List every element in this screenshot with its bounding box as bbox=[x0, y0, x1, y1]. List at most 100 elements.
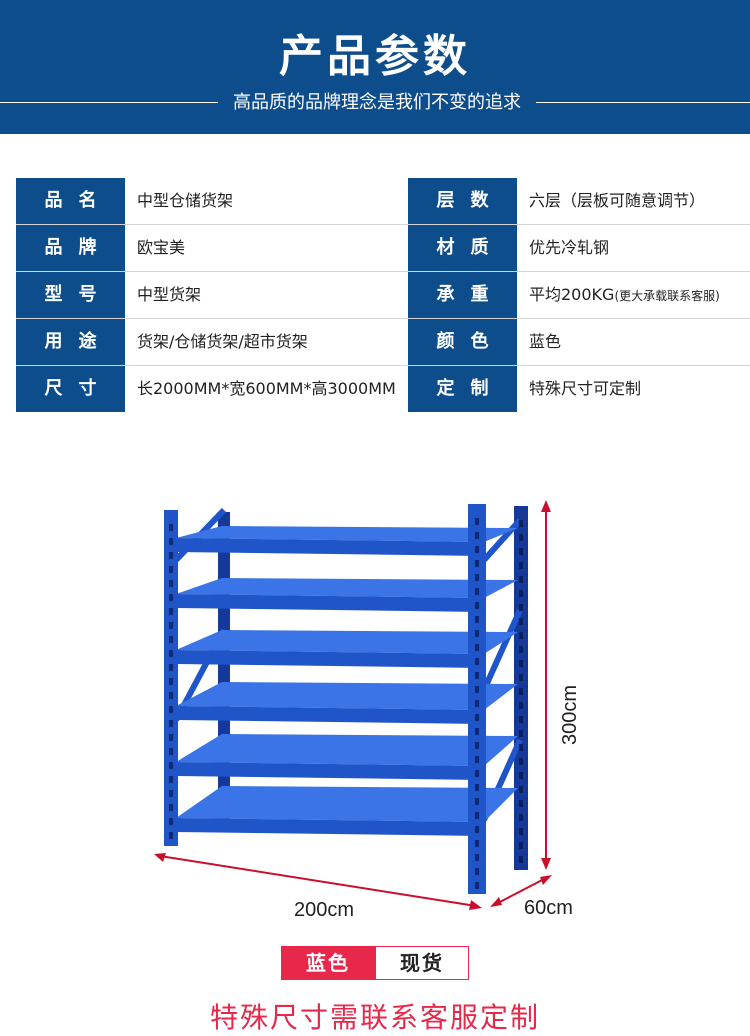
spec-label: 尺寸 bbox=[16, 366, 125, 412]
shelf-front-beam bbox=[176, 650, 484, 668]
upright-hole bbox=[519, 520, 523, 527]
right-brace bbox=[481, 608, 523, 692]
spec-value: 欧宝美 bbox=[137, 238, 186, 257]
spec-row-size: 尺寸 长2000MM*宽600MM*高3000MM 定制 特殊尺寸可定制 bbox=[16, 366, 750, 412]
spec-value-text: 优先冷轧钢 bbox=[529, 238, 610, 257]
stock-tag: 现货 bbox=[375, 946, 469, 980]
upright-hole bbox=[169, 720, 173, 727]
upright-hole bbox=[475, 714, 479, 721]
upright-hole bbox=[169, 748, 173, 755]
upright-hole bbox=[169, 762, 173, 769]
shelf-deck bbox=[176, 682, 518, 710]
upright-hole bbox=[519, 828, 523, 835]
width-dimension-line bbox=[159, 855, 477, 907]
page-subtitle: 高品质的品牌理念是我们不变的追求 bbox=[233, 92, 521, 113]
upright-hole bbox=[519, 786, 523, 793]
upright-hole bbox=[519, 856, 523, 863]
subtitle-rule-right bbox=[536, 102, 750, 103]
upright-hole bbox=[169, 832, 173, 839]
upright-hole bbox=[475, 868, 479, 875]
width-arrow-right bbox=[469, 900, 482, 910]
dimension-lines bbox=[154, 500, 552, 910]
spec-row-model: 型号 中型货架 承重 平均200KG(更大承载联系客服) bbox=[16, 272, 750, 319]
upright-hole bbox=[169, 538, 173, 545]
upright-hole bbox=[169, 664, 173, 671]
upright-hole bbox=[519, 604, 523, 611]
upright-hole bbox=[519, 632, 523, 639]
upright-hole bbox=[519, 660, 523, 667]
upright-hole bbox=[475, 672, 479, 679]
upright-hole bbox=[475, 700, 479, 707]
spec-label: 定制 bbox=[408, 366, 517, 412]
spec-label: 材质 bbox=[408, 225, 517, 271]
front-right-upright bbox=[468, 504, 486, 894]
shelf-deck bbox=[176, 526, 518, 542]
spec-row-brand: 品牌 欧宝美 材质 优先冷轧钢 bbox=[16, 225, 750, 272]
upright-hole bbox=[519, 534, 523, 541]
upright-hole bbox=[519, 758, 523, 765]
upright-hole bbox=[169, 818, 173, 825]
upright-hole bbox=[475, 616, 479, 623]
spec-label: 型号 bbox=[16, 272, 125, 318]
spec-row-name: 品名 中型仓储货架 层数 六层（层板可随意调节） bbox=[16, 178, 750, 225]
upright-hole bbox=[519, 730, 523, 737]
upright-hole bbox=[169, 524, 173, 531]
shelf-front-beam bbox=[176, 594, 484, 612]
upright-hole bbox=[475, 854, 479, 861]
shelf-deck bbox=[176, 734, 518, 766]
upright-hole bbox=[475, 602, 479, 609]
upright-hole bbox=[519, 590, 523, 597]
upright-hole bbox=[169, 706, 173, 713]
subtitle-rule-left bbox=[0, 102, 218, 103]
upright-hole bbox=[169, 566, 173, 573]
upright-hole bbox=[475, 840, 479, 847]
upright-hole bbox=[475, 560, 479, 567]
spec-value-text: 六层（层板可随意调节） bbox=[529, 191, 706, 210]
spec-value: 中型仓储货架 bbox=[137, 191, 234, 210]
spec-value: 中型货架 bbox=[137, 285, 202, 304]
spec-value: 特殊尺寸可定制 bbox=[529, 366, 750, 412]
upright-hole bbox=[519, 716, 523, 723]
upright-hole bbox=[475, 574, 479, 581]
page-title: 产品参数 bbox=[279, 31, 471, 82]
upright-hole bbox=[519, 702, 523, 709]
upright-hole bbox=[169, 594, 173, 601]
upright-hole bbox=[519, 576, 523, 583]
upright-hole bbox=[475, 784, 479, 791]
spec-value-note: (更大承载联系客服) bbox=[614, 289, 720, 303]
upright-hole bbox=[169, 636, 173, 643]
upright-hole bbox=[519, 842, 523, 849]
upright-hole bbox=[519, 744, 523, 751]
spec-row-usage: 用途 货架/仓储货架/超市货架 颜色 蓝色 bbox=[16, 319, 750, 366]
upright-hole bbox=[519, 646, 523, 653]
spec-value: 长2000MM*宽600MM*高3000MM bbox=[137, 379, 396, 398]
upright-hole bbox=[169, 650, 173, 657]
upright-hole bbox=[475, 826, 479, 833]
depth-arrow-left bbox=[490, 897, 502, 907]
shelf-deck bbox=[176, 578, 518, 598]
spec-value: 平均200KG(更大承载联系客服) bbox=[529, 272, 750, 318]
spec-value-text: 特殊尺寸可定制 bbox=[529, 379, 642, 398]
upright-hole bbox=[519, 800, 523, 807]
spec-label: 层数 bbox=[408, 178, 517, 224]
stock-badge: 蓝色 现货 bbox=[281, 946, 469, 980]
header-banner: 产品参数 高品质的品牌理念是我们不变的追求 bbox=[0, 0, 750, 134]
spec-value: 货架/仓储货架/超市货架 bbox=[137, 332, 308, 351]
upright-hole bbox=[169, 552, 173, 559]
back-left-upright bbox=[218, 512, 230, 830]
upright-hole bbox=[475, 658, 479, 665]
upright-hole bbox=[475, 630, 479, 637]
upright-hole bbox=[475, 546, 479, 553]
right-brace bbox=[481, 517, 523, 563]
upright-hole bbox=[475, 588, 479, 595]
shelf-front-beam bbox=[176, 706, 484, 724]
upright-hole bbox=[475, 518, 479, 525]
subtitle-row: 高品质的品牌理念是我们不变的追求 bbox=[0, 90, 750, 116]
shelf-rack bbox=[164, 504, 528, 894]
upright-hole bbox=[169, 692, 173, 699]
upright-hole bbox=[475, 742, 479, 749]
shelf-illustration: 300cm 200cm 60cm bbox=[154, 500, 581, 921]
upright-hole bbox=[519, 814, 523, 821]
spec-value-text: 平均200KG bbox=[529, 285, 615, 304]
upright-hole bbox=[169, 580, 173, 587]
